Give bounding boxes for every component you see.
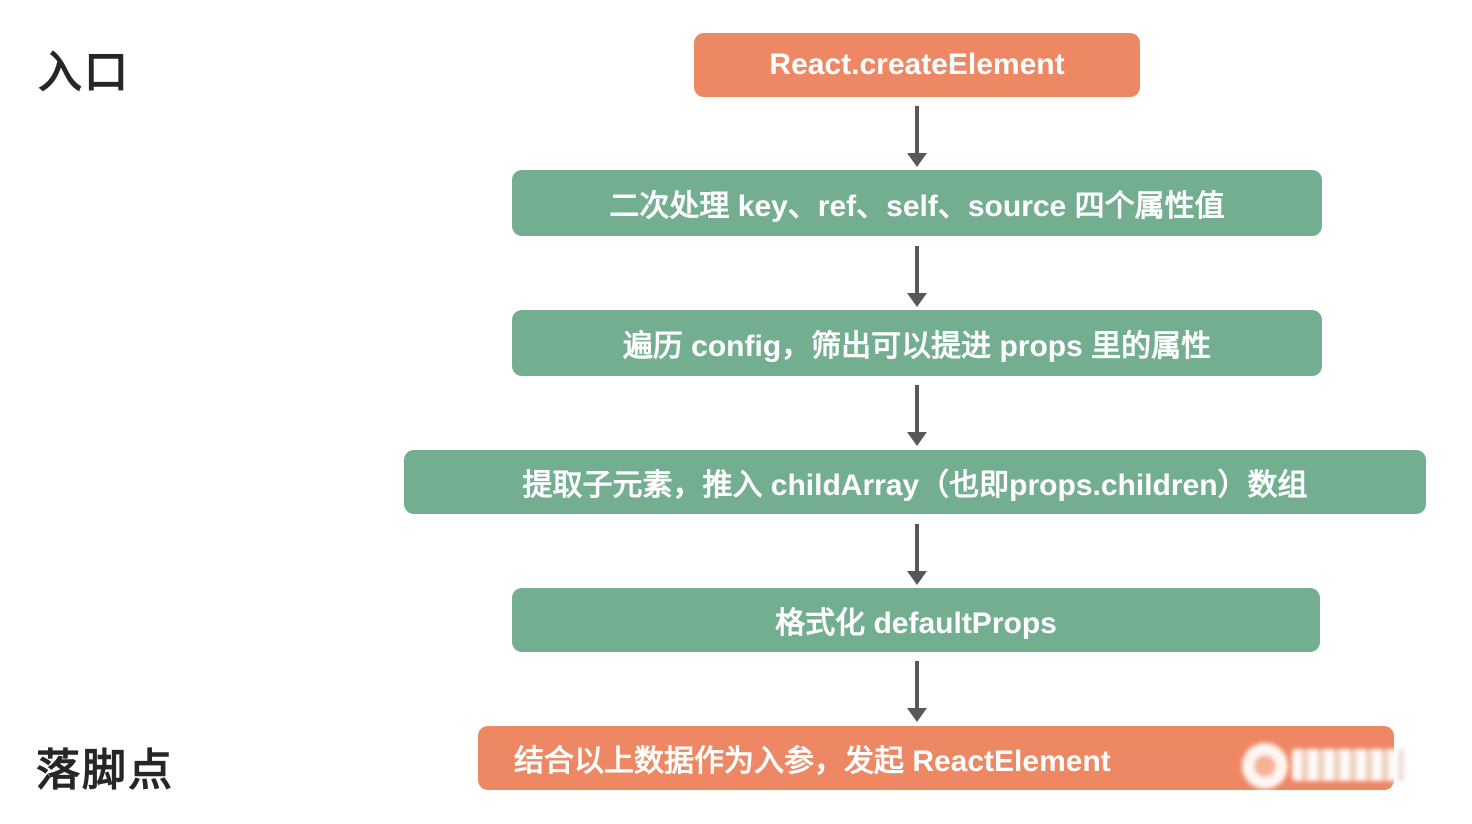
entry-label: 入口 <box>38 48 130 97</box>
flow-node-process-attrs-label: 二次处理 key、ref、self、source 四个属性值 <box>609 190 1225 223</box>
arrow-down-icon <box>915 246 919 294</box>
flow-node-create-element: React.createElement <box>694 33 1140 97</box>
flow-node-format-defaultprops: 格式化 defaultProps <box>512 588 1320 652</box>
flow-node-process-attrs: 二次处理 key、ref、self、source 四个属性值 <box>512 170 1322 236</box>
flow-node-traverse-config-label: 遍历 config，筛出可以提进 props 里的属性 <box>622 330 1212 363</box>
flow-node-create-element-label: React.createElement <box>769 48 1065 81</box>
watermark-tab-blob <box>1412 757 1442 781</box>
flow-node-traverse-config: 遍历 config，筛出可以提进 props 里的属性 <box>512 310 1322 376</box>
arrow-down-icon <box>915 106 919 154</box>
arrow-down-icon <box>915 385 919 433</box>
arrow-down-icon <box>915 661 919 709</box>
flow-node-extract-children-label: 提取子元素，推入 childArray（也即props.children）数组 <box>522 469 1308 502</box>
flow-node-landing-label: 结合以上数据作为入参，发起 ReactElement <box>514 745 1111 778</box>
flow-node-landing: 结合以上数据作为入参，发起 ReactElement <box>478 726 1394 790</box>
arrow-down-icon <box>915 524 919 572</box>
landing-label: 落脚点 <box>36 746 174 795</box>
flow-node-extract-children: 提取子元素，推入 childArray（也即props.children）数组 <box>404 450 1426 514</box>
flow-node-format-defaultprops-label: 格式化 defaultProps <box>775 607 1057 640</box>
